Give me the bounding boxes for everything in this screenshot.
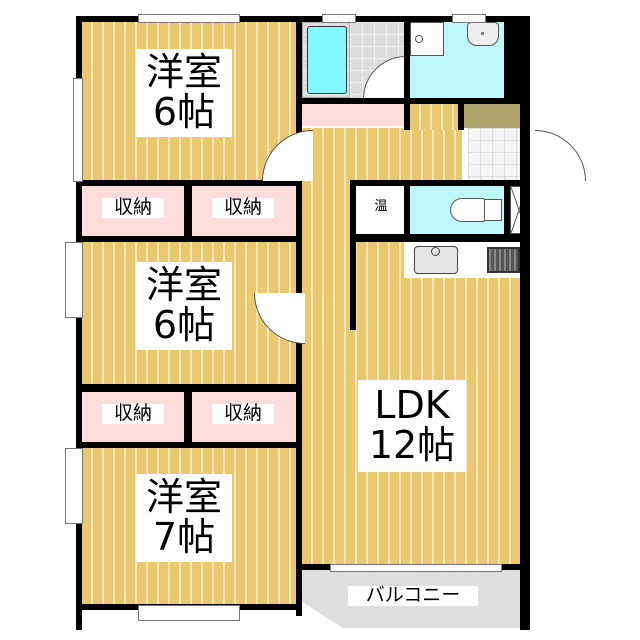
room-name: 洋室 (145, 475, 222, 519)
window-top-wash (452, 14, 486, 23)
sink-drain-icon (431, 247, 440, 256)
room-name: LDK (374, 383, 450, 427)
wall (520, 100, 530, 630)
water-heater-label: 温 (370, 200, 392, 214)
window-top-bath (322, 14, 356, 23)
room-size: 6帖 (152, 89, 216, 134)
western-room-3-floor (82, 448, 296, 604)
toilet-tank-icon (484, 199, 502, 221)
storage-4-label: 収納 (212, 403, 274, 424)
western-room-2-label: 洋室 6帖 (136, 262, 232, 350)
western-room-1-label: 洋室 6帖 (136, 49, 232, 137)
balcony-label: バルコニー (348, 585, 478, 606)
room-name: 洋室 (145, 263, 222, 307)
corridor-floor (302, 128, 462, 180)
wall (458, 100, 464, 130)
window-left-room2 (65, 242, 83, 318)
room-size: 6帖 (152, 302, 216, 347)
window-ldk-balcony (330, 564, 502, 572)
wall (76, 16, 82, 630)
wall (350, 180, 356, 330)
wall (404, 16, 410, 130)
washbasin-drain-icon (481, 32, 484, 35)
room-name: 洋室 (145, 50, 222, 94)
bathtub-frame (302, 22, 350, 98)
wall (184, 180, 192, 240)
room-size: 7帖 (152, 514, 216, 559)
wall (404, 180, 410, 242)
western-room-3-label: 洋室 7帖 (136, 474, 232, 562)
storage-3-label: 収納 (102, 403, 164, 424)
window-left-room3 (65, 448, 83, 524)
stove-icon (487, 247, 520, 273)
room-size: 12帖 (368, 422, 456, 467)
drain-icon (415, 35, 423, 43)
bathtub (307, 26, 347, 94)
toilet-bowl-icon (450, 198, 486, 222)
storage-1-label: 収納 (102, 197, 164, 218)
ldk-floor (302, 242, 526, 568)
wall (350, 234, 526, 242)
wall (504, 16, 530, 104)
entrance-tile-floor (468, 128, 520, 180)
entrance-step (464, 104, 520, 128)
ldk-label: LDK 12帖 (358, 380, 466, 472)
wall (76, 16, 530, 22)
corridor-upper-floor (410, 100, 462, 130)
window-top-room1 (138, 14, 240, 23)
storage-2-label: 収納 (212, 197, 274, 218)
wall (350, 180, 526, 186)
window-bottom-room3 (138, 605, 240, 621)
wall (184, 384, 192, 446)
linen-shelf (302, 104, 406, 126)
window-left-room1 (73, 78, 83, 182)
wall (504, 180, 510, 242)
